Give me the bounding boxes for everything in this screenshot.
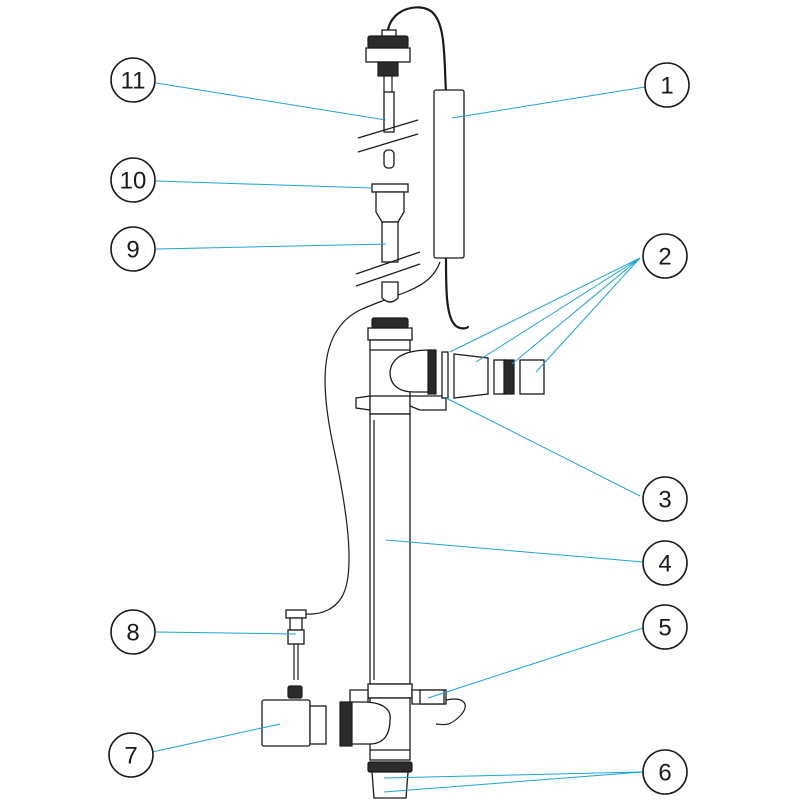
ballast-unit	[433, 89, 465, 259]
callout-1: 1	[644, 62, 690, 108]
leader-5	[427, 627, 644, 699]
sensor-housing	[261, 685, 327, 747]
leader-6b	[383, 771, 644, 793]
callout-4: 4	[642, 540, 688, 586]
quartz-seal-ring	[371, 183, 409, 193]
leader-7	[151, 723, 281, 753]
ballast-tail-cable	[444, 256, 470, 330]
uv-lamp-assembly	[357, 29, 419, 169]
callout-10-label: 10	[120, 168, 147, 195]
callout-6-label: 6	[658, 760, 671, 787]
callout-4-label: 4	[658, 551, 671, 578]
lamp-tube-upper	[383, 91, 395, 133]
callout-3: 3	[642, 476, 688, 522]
callout-1-label: 1	[660, 73, 673, 100]
lamp-cap-body	[365, 47, 411, 63]
callout-8-label: 8	[126, 620, 139, 647]
callout-11: 11	[110, 57, 156, 103]
leader-2a	[449, 257, 641, 353]
leader-6a	[383, 771, 644, 779]
leader-2b	[475, 257, 641, 363]
callout-3-label: 3	[658, 487, 671, 514]
lamp-tube-lower	[383, 149, 395, 169]
callout-9-label: 9	[126, 237, 139, 264]
callout-2-label: 2	[658, 244, 671, 271]
callout-7: 7	[108, 732, 154, 778]
callout-5: 5	[642, 604, 688, 650]
reactor-housing	[339, 317, 447, 799]
outlet-gasket	[441, 351, 449, 399]
callout-6: 6	[642, 749, 688, 795]
leader-2d	[535, 257, 641, 373]
lamp-break-mark	[357, 119, 419, 153]
leader-8	[155, 631, 297, 635]
lamp-cable	[386, 6, 448, 94]
callout-10: 10	[110, 157, 156, 203]
callout-11-label: 11	[121, 68, 146, 95]
callout-8: 8	[110, 609, 156, 655]
leader-9	[155, 243, 387, 250]
uv-sensor	[285, 609, 307, 680]
leader-11	[155, 82, 387, 121]
quartz-sleeve	[355, 191, 421, 303]
callout-9: 9	[110, 226, 156, 272]
leader-10	[155, 180, 373, 189]
leader-1	[451, 86, 646, 119]
callout-5-label: 5	[658, 615, 671, 642]
leader-2c	[511, 257, 641, 365]
leader-3	[445, 397, 641, 497]
callout-7-label: 7	[124, 743, 137, 770]
lamp-cap-grip	[367, 35, 409, 49]
outlet-fittings	[453, 353, 545, 399]
callout-2: 2	[642, 233, 688, 279]
leader-4	[385, 539, 644, 563]
bracket-wire	[435, 698, 466, 726]
lamp-cap-neck	[377, 61, 399, 77]
